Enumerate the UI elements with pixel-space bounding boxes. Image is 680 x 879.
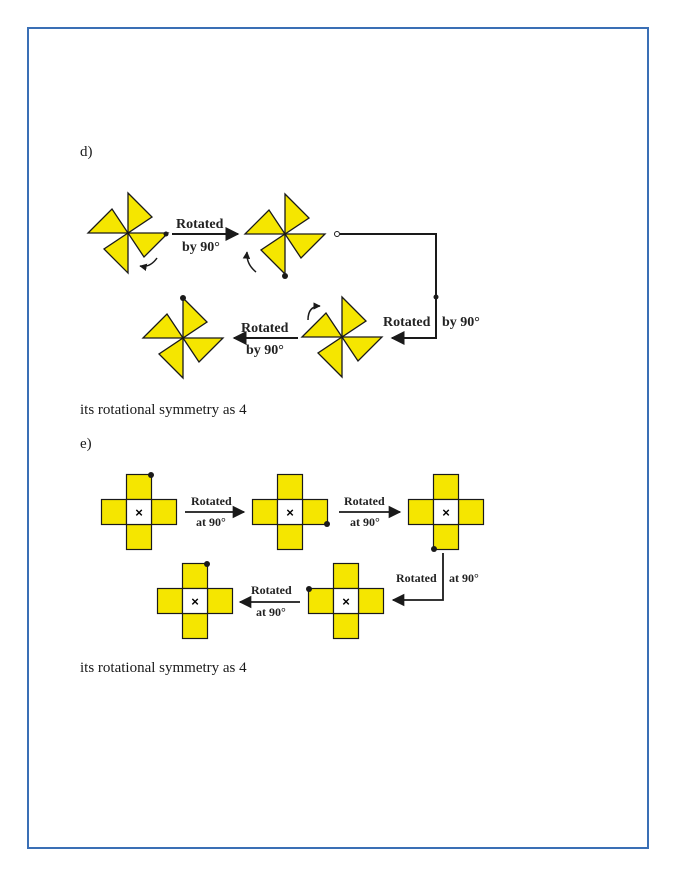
- pinwheel-shape-2: [244, 193, 326, 275]
- arrow-label-line2: by 90°: [182, 240, 220, 255]
- rotation-curl-icon: [139, 257, 158, 271]
- rotation-curl-icon: [307, 302, 321, 321]
- arrow-label-line1: Rotated: [241, 321, 289, 336]
- arrow-label-line2: by 90°: [246, 343, 284, 358]
- center-mark: ×: [442, 505, 450, 520]
- center-mark: ×: [191, 594, 199, 609]
- reference-dot: [282, 273, 288, 279]
- arrow-label-line2: at 90°: [449, 571, 479, 585]
- reference-dot: [163, 231, 169, 237]
- center-mark: ×: [342, 594, 350, 609]
- arrow-label-line1: Rotated: [344, 494, 385, 508]
- reference-dot: [433, 294, 439, 300]
- reference-dot: [180, 295, 186, 301]
- arrow-label-line1: Rotated: [383, 315, 431, 330]
- reference-dot: [306, 586, 312, 592]
- pinwheel-shape-3: [301, 296, 383, 378]
- arrow-label-line1: Rotated: [176, 217, 224, 232]
- reference-dot: [431, 546, 437, 552]
- arrow-label-line1: Rotated: [396, 571, 437, 585]
- connector-dot: [334, 231, 340, 237]
- arrow-label-line2: at 90°: [196, 515, 226, 529]
- section-d-label: d): [80, 144, 93, 160]
- center-mark: ×: [135, 505, 143, 520]
- arrow-label-line2: at 90°: [256, 605, 286, 619]
- reference-dot: [204, 561, 210, 567]
- reference-dot: [148, 472, 154, 478]
- section-d-caption: its rotational symmetry as 4: [80, 402, 247, 418]
- center-mark: ×: [286, 505, 294, 520]
- rotation-curl-icon: [242, 251, 257, 273]
- arrow-label-line1: Rotated: [251, 583, 292, 597]
- section-e-caption: its rotational symmetry as 4: [80, 660, 247, 676]
- arrow-label-line2: at 90°: [350, 515, 380, 529]
- arrow-label-line2: by 90°: [442, 315, 480, 330]
- rotation-arrow: [340, 233, 437, 345]
- pinwheel-shape-1: [87, 192, 169, 274]
- section-e-label: e): [80, 436, 92, 452]
- pinwheel-shape-4: [142, 297, 224, 379]
- rotation-arrow: [391, 553, 444, 607]
- page-border: [27, 27, 649, 849]
- reference-dot: [324, 521, 330, 527]
- arrow-label-line1: Rotated: [191, 494, 232, 508]
